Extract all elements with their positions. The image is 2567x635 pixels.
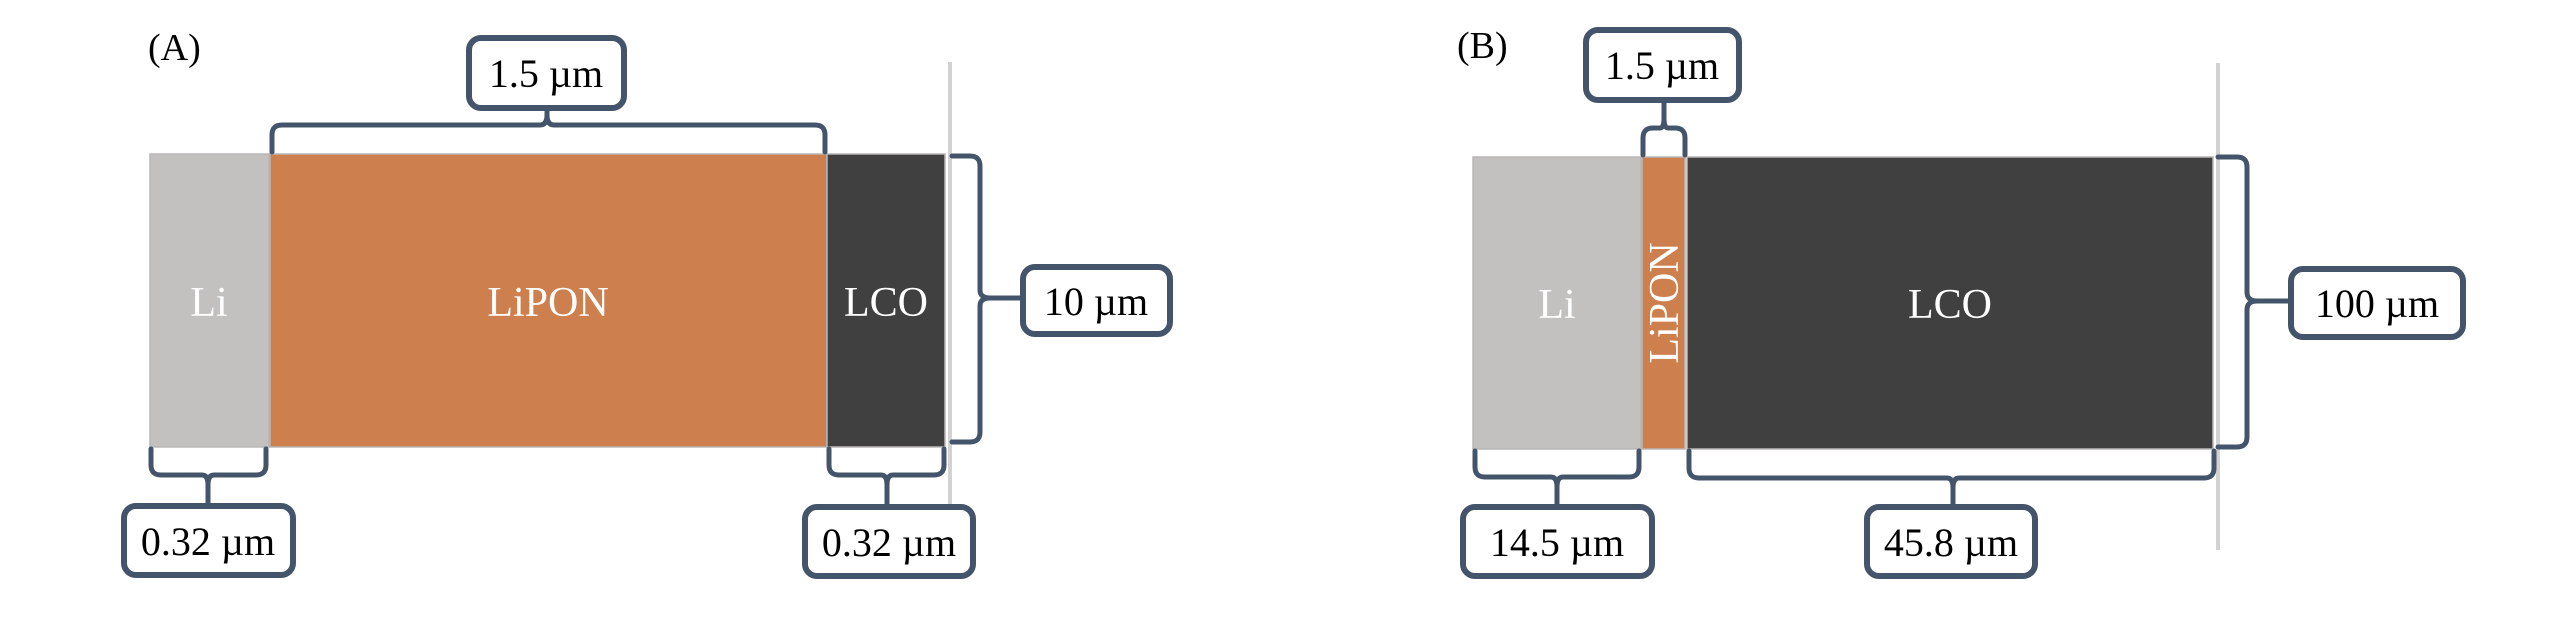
panel-a-height-callout	[1020, 264, 1173, 337]
panel-b-lco-thickness: 45.8 µm	[1884, 520, 2018, 565]
panel-b-height-bracket	[2215, 154, 2293, 450]
panel-b-height-value: 100 µm	[2315, 281, 2439, 326]
panel-a: (A) Li LiPON LCO 1.5 µm 10 µm 0.32 µm 0	[121, 27, 1173, 579]
panel-b: (B) Li LiPON LCO 1.5 µm 100 µm 14.5 µm	[1457, 25, 2466, 579]
panel-b-lco-layer	[1686, 156, 2214, 450]
panel-b-label: (B)	[1457, 25, 1508, 67]
panel-a-lipon-thickness: 1.5 µm	[489, 51, 603, 96]
panel-a-lipon-layer	[269, 153, 828, 448]
panel-a-lco-layer	[826, 153, 946, 448]
panel-b-lco-label: LCO	[1908, 282, 1992, 328]
panel-a-li-callout	[121, 503, 296, 578]
panel-b-li-layer	[1472, 156, 1642, 450]
panel-a-li-label: Li	[190, 280, 227, 326]
panel-b-lco-bracket	[1686, 448, 2217, 509]
panel-a-lco-label: LCO	[844, 280, 928, 326]
panel-a-height-bracket	[949, 153, 1025, 445]
panel-b-li-label: Li	[1538, 282, 1575, 328]
panel-a-lco-thickness: 0.32 µm	[822, 520, 956, 565]
panel-a-li-thickness: 0.32 µm	[141, 519, 275, 564]
panel-a-lco-bracket	[826, 446, 947, 509]
panel-b-lipon-label: LiPON	[1642, 242, 1688, 363]
panel-b-lipon-callout	[1583, 27, 1742, 103]
panel-b-li-callout	[1460, 504, 1655, 579]
panel-b-lipon-bracket	[1640, 97, 1688, 158]
panel-a-li-layer	[149, 153, 270, 448]
panel-a-height-value: 10 µm	[1044, 279, 1148, 324]
panel-a-label: (A)	[148, 27, 201, 69]
panel-b-li-thickness: 14.5 µm	[1490, 520, 1624, 565]
panel-a-lipon-bracket	[269, 105, 828, 155]
panel-b-lipon-thickness: 1.5 µm	[1605, 43, 1719, 88]
panel-b-lipon-layer	[1641, 156, 1686, 450]
panel-b-li-bracket	[1472, 448, 1642, 509]
panel-a-lipon-label: LiPON	[487, 280, 608, 326]
panel-b-height-callout	[2288, 266, 2466, 340]
panel-a-lco-callout	[802, 504, 976, 579]
panel-a-lipon-callout	[466, 35, 627, 111]
panel-a-li-bracket	[148, 446, 269, 508]
panel-b-lco-callout	[1864, 504, 2038, 579]
